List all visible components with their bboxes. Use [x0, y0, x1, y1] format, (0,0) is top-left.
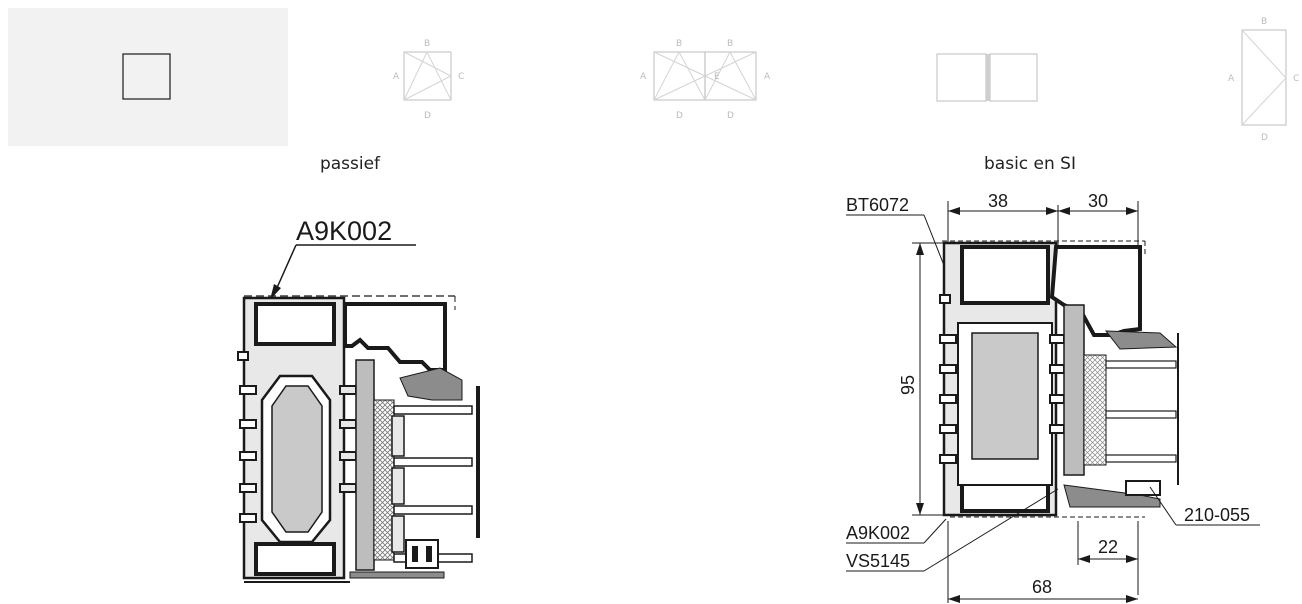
- caption-passief: passief: [319, 154, 381, 174]
- thumb-door[interactable]: A B C D: [1220, 8, 1302, 146]
- letter: D: [727, 111, 734, 121]
- dim-95: 95: [898, 375, 918, 395]
- letter: A: [1228, 74, 1235, 84]
- thumb-double-tilt-turn[interactable]: A B E B A D D: [630, 8, 790, 146]
- letter: E: [714, 72, 720, 82]
- door-icon: A B C D: [1228, 17, 1299, 143]
- basic-section-drawing: 38 30 BT6072 95: [846, 191, 1260, 603]
- letter: C: [458, 72, 464, 82]
- dim-38: 38: [988, 191, 1008, 211]
- letter: B: [1261, 17, 1267, 27]
- dim-22: 22: [1098, 537, 1118, 557]
- double-window-icon: A B E B A D D: [640, 39, 771, 121]
- thumb-tilt-turn[interactable]: A B C D: [362, 8, 502, 146]
- letter: C: [1293, 74, 1299, 84]
- dim-68: 68: [1032, 577, 1052, 597]
- label-a9k002-passief: A9K002: [296, 216, 392, 246]
- label-vs5145: VS5145: [846, 551, 910, 571]
- letter: A: [764, 72, 771, 82]
- fixed-window-icon: [122, 53, 171, 100]
- letter: A: [640, 72, 647, 82]
- label-210-055: 210-055: [1184, 505, 1250, 525]
- passief-section-drawing: A9K002: [237, 216, 480, 583]
- caption-basic: basic en SI: [984, 154, 1076, 174]
- letter: B: [727, 39, 733, 49]
- letter: B: [676, 39, 682, 49]
- double-fixed-window-icon: [936, 53, 1038, 102]
- label-bt6072: BT6072: [846, 195, 909, 215]
- dim-30: 30: [1088, 191, 1108, 211]
- letter: A: [393, 72, 400, 82]
- thumb-fixed[interactable]: [8, 8, 288, 146]
- letter: D: [676, 111, 683, 121]
- letter: D: [424, 111, 431, 121]
- tilt-turn-window-icon: A B C D: [393, 39, 464, 121]
- letter: D: [1261, 133, 1268, 143]
- thumb-double-fixed[interactable]: [920, 8, 1060, 146]
- label-a9k002-basic: A9K002: [846, 523, 910, 543]
- letter: B: [424, 39, 430, 49]
